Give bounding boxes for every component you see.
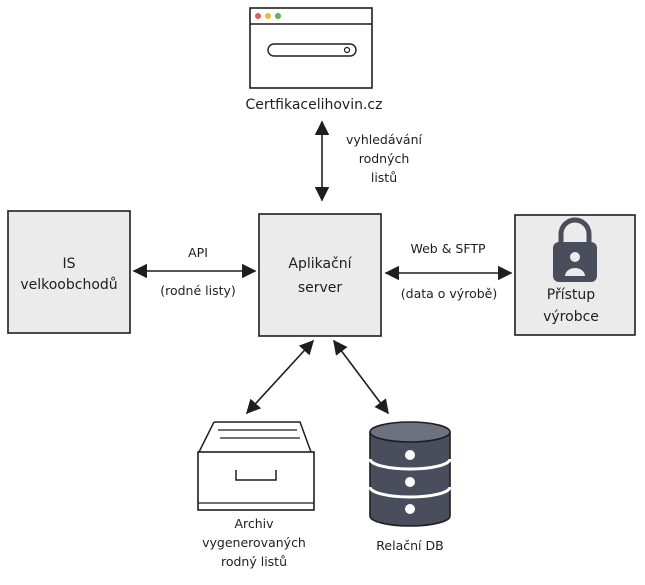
server-label-line2: server <box>298 280 343 296</box>
archive-label-line2: vygenerovaných <box>202 535 306 550</box>
is-label-line1: IS <box>62 256 75 272</box>
browser-window-icon <box>249 7 373 89</box>
web-sftp-label: Web & SFTP <box>410 241 485 256</box>
archive-label-line3: rodný listů <box>221 554 287 569</box>
vendor-label-line1: Přístup <box>547 287 595 303</box>
archive-arrow <box>246 339 314 415</box>
archive-drawer-icon <box>197 421 315 511</box>
db-label: Relační DB <box>376 538 443 553</box>
search-label-line3: listů <box>371 170 397 185</box>
web-sftp-sublabel: (data o výrobě) <box>401 286 497 301</box>
search-label-line1: vyhledávání <box>346 132 422 147</box>
vendor-label-line2: výrobce <box>543 309 599 325</box>
db-arrow <box>333 339 389 415</box>
website-label: Certfikacelihovin.cz <box>246 97 383 113</box>
api-label: API <box>188 245 208 260</box>
server-label-line1: Aplikační <box>288 256 352 272</box>
database-icon <box>368 421 452 527</box>
server-box <box>258 213 382 337</box>
lock-icon <box>553 217 597 282</box>
archive-label-line1: Archiv <box>234 516 274 531</box>
is-label-line2: velkoobchodů <box>20 277 117 293</box>
api-sublabel: (rodné listy) <box>160 283 236 298</box>
search-label-line2: rodných <box>359 151 410 166</box>
is-box <box>7 210 131 334</box>
